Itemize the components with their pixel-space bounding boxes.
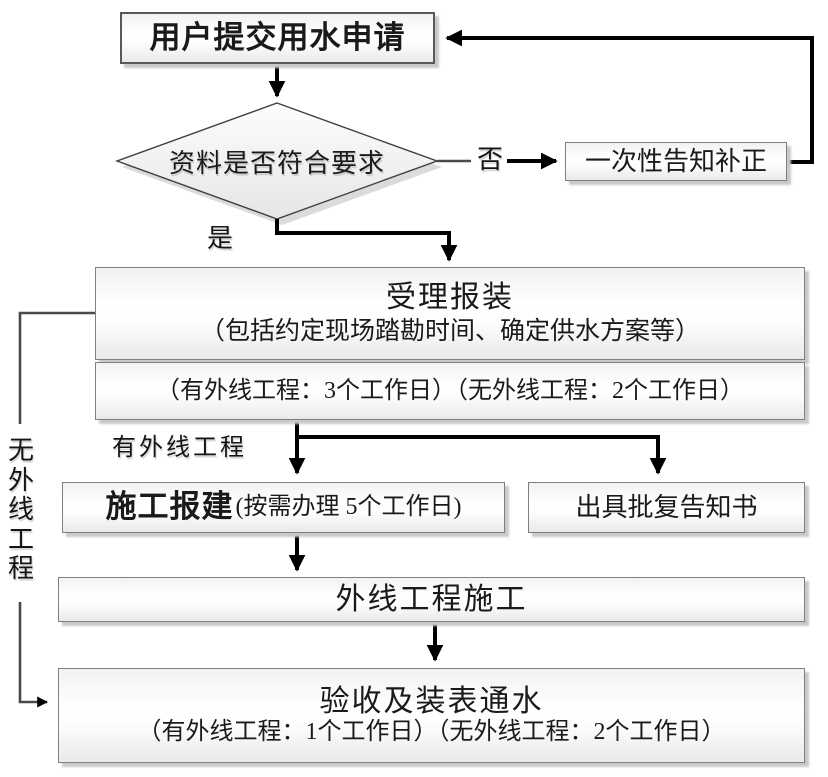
flow-arrows (268, 29, 814, 662)
node-accept-title: 受理报装 (386, 281, 514, 315)
arrow-no-outline-to-acceptance (18, 602, 49, 708)
arrow-decision-to-accept (275, 219, 458, 262)
edge-label-has-outline-project: 有外线工程 (112, 435, 247, 461)
node-acceptance-water-supply: 验收及装表通水 （有外线工程：1个工作日）（无外线工程：2个工作日） (58, 668, 805, 763)
edge-label-no-outline-project: 无外线工程 (7, 436, 34, 583)
node-accept-subtitle: （包括约定现场踏勘时间、确定供水方案等） (199, 317, 700, 345)
node-notify-label: 一次性告知补正 (584, 146, 767, 176)
arrow-notify-to-submit (445, 29, 814, 164)
node-accept-durations: （有外线工程：3个工作日）（无外线工程：2个工作日） (95, 362, 805, 420)
node-construction-note: (按需办理 5个工作日) (235, 494, 462, 521)
node-submit-label: 用户提交用水申请 (149, 19, 406, 55)
line-no-outline-top (18, 311, 95, 424)
node-acceptance-durations: （有外线工程：1个工作日）（无外线工程：2个工作日） (137, 718, 726, 745)
node-issue-reply-label: 出具批复告知书 (575, 492, 758, 522)
thin-connectors (18, 159, 471, 708)
edge-label-no: 否 (477, 145, 504, 174)
node-submit-application: 用户提交用水申请 (120, 12, 435, 64)
node-decision-label: 资料是否符合要求 (168, 148, 385, 178)
node-pipeline-construction: 外线工程施工 (58, 577, 805, 622)
node-pipeline-label: 外线工程施工 (335, 582, 528, 616)
arrow-accept-to-reply (297, 435, 667, 475)
node-accept-installation: 受理报装 （包括约定现场踏勘时间、确定供水方案等） (95, 267, 805, 360)
node-notify-correction: 一次性告知补正 (565, 142, 787, 181)
node-accept-durations-label: （有外线工程：3个工作日）（无外线工程：2个工作日） (156, 377, 744, 404)
node-issue-reply: 出具批复告知书 (528, 482, 805, 533)
node-construction-title: 施工报建 (105, 489, 234, 525)
node-acceptance-title: 验收及装表通水 (319, 685, 544, 719)
node-construction-permit: 施工报建 (按需办理 5个工作日) (62, 482, 505, 533)
edge-label-yes: 是 (207, 224, 234, 253)
